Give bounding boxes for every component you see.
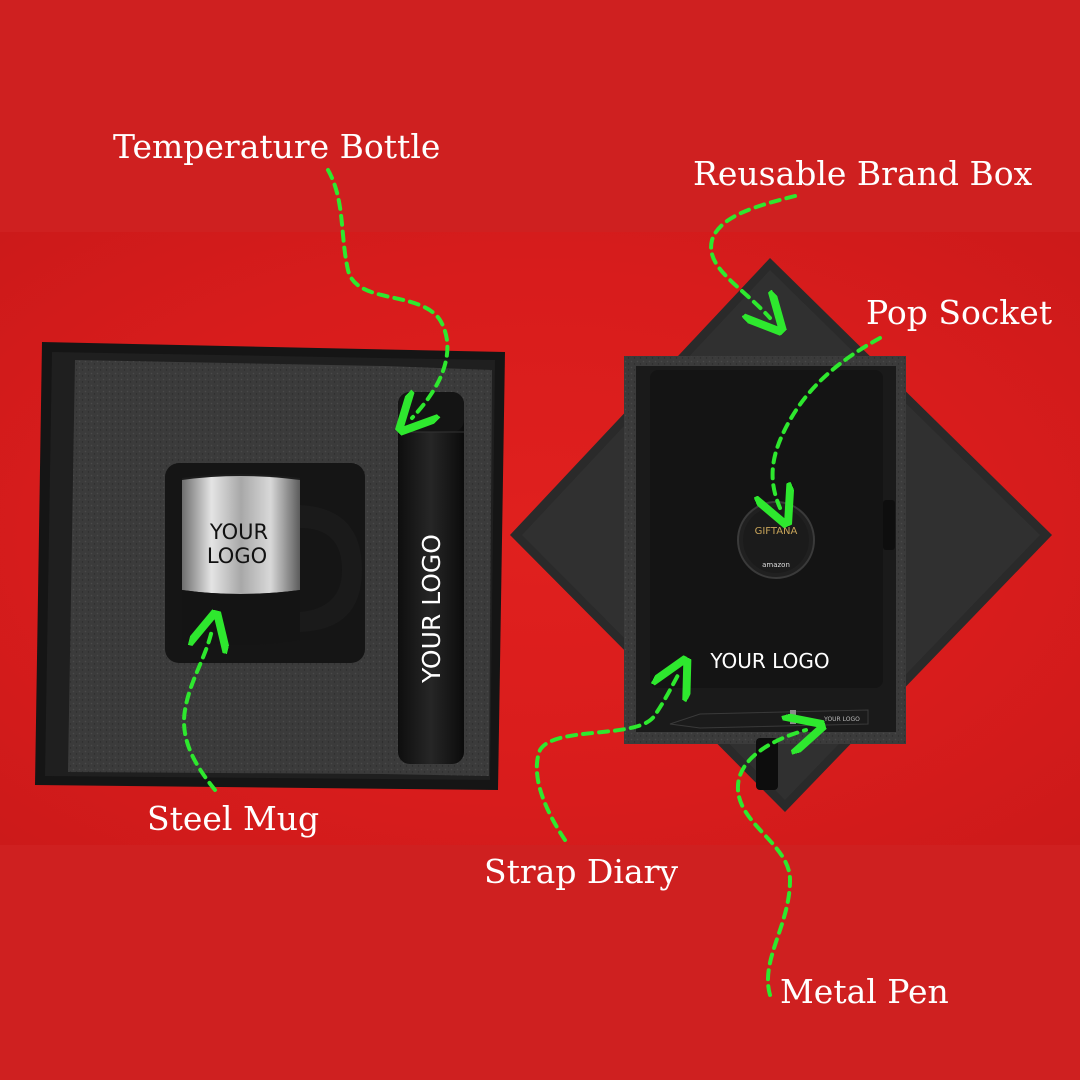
arrow-reusable-brand-box xyxy=(709,194,797,318)
pen-logo: YOUR LOGO xyxy=(823,716,860,723)
bottle-logo: YOUR LOGO xyxy=(417,534,446,684)
arrow-steel-mug xyxy=(182,630,215,792)
mug-logo-line2: LOGO xyxy=(207,544,267,568)
label-steel-mug: Steel Mug xyxy=(147,799,320,838)
label-reusable-brand-box: Reusable Brand Box xyxy=(693,154,1033,193)
pop-socket-brand: GIFTANA xyxy=(755,526,798,537)
label-temperature-bottle: Temperature Bottle xyxy=(113,127,441,166)
mug-logo-line1: YOUR xyxy=(209,520,268,544)
arrow-pop-socket xyxy=(773,336,882,508)
diary-strap xyxy=(883,500,895,550)
callout-arrows xyxy=(182,168,882,997)
label-pop-socket: Pop Socket xyxy=(866,293,1053,332)
arrow-strap-diary xyxy=(534,675,678,842)
pop-socket-sub: amazon xyxy=(762,561,790,569)
arrow-temperature-bottle xyxy=(326,168,450,418)
diary-tray xyxy=(624,356,906,790)
label-strap-diary: Strap Diary xyxy=(484,852,679,891)
label-metal-pen: Metal Pen xyxy=(780,972,949,1011)
diary-logo: YOUR LOGO xyxy=(709,649,829,673)
arrow-metal-pen xyxy=(735,730,806,997)
